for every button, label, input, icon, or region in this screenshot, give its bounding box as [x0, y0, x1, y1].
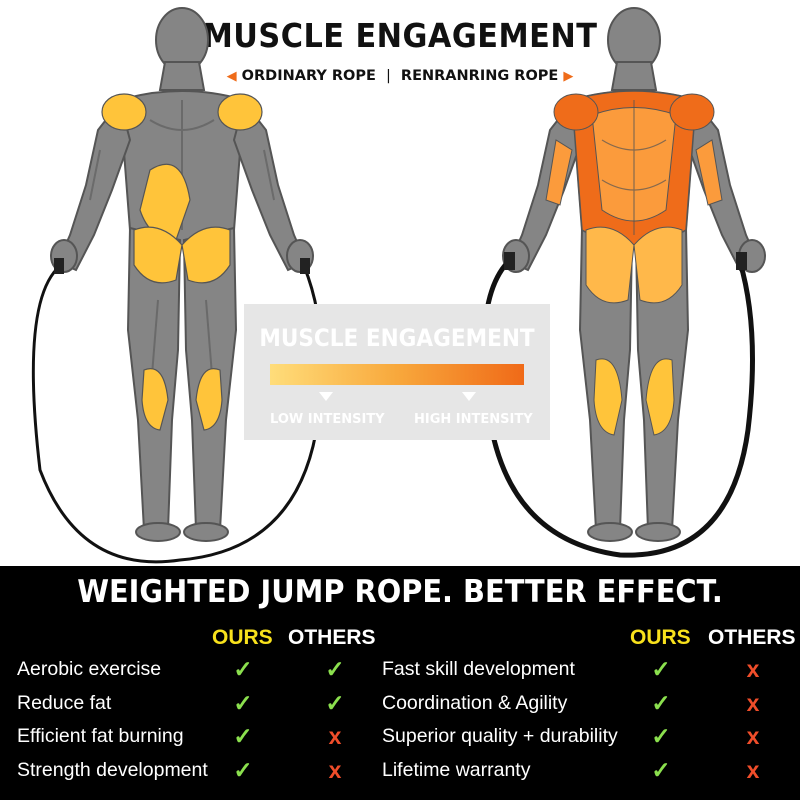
- left-calf-muscle: [141, 368, 169, 431]
- feature-label: Strength development: [17, 759, 208, 781]
- low-intensity-label: LOW INTENSITY: [270, 412, 385, 427]
- check-icon: ✓: [233, 757, 253, 783]
- check-icon: ✓: [325, 690, 345, 716]
- comparison-panel: WEIGHTED JUMP ROPE. BETTER EFFECT. OURS …: [0, 566, 800, 800]
- left-glute-muscle: [585, 226, 635, 304]
- cross-icon: x: [746, 757, 760, 783]
- right-shoulder-muscle: [669, 93, 715, 131]
- left-rope-handle: [504, 252, 515, 270]
- cross-icon: x: [746, 656, 760, 682]
- low-intensity-marker-icon: [319, 392, 333, 401]
- check-icon: ✓: [233, 690, 253, 716]
- others-column-header: OTHERS: [708, 626, 796, 649]
- page-title: MUSCLE ENGAGEMENT: [202, 16, 598, 55]
- feature-label: Fast skill development: [382, 658, 575, 680]
- feature-label: Reduce fat: [17, 692, 112, 714]
- right-shoulder-muscle: [217, 93, 263, 131]
- left-shoulder-muscle: [101, 93, 147, 131]
- check-icon: ✓: [651, 656, 671, 682]
- ordinary-rope-figure: [31, 7, 324, 564]
- intensity-gradient-bar: [270, 364, 524, 385]
- high-intensity-marker-icon: [462, 392, 476, 401]
- right-glute-muscle: [181, 226, 231, 284]
- left-glute-muscle: [133, 226, 183, 284]
- right-glute-muscle: [633, 226, 683, 304]
- left-calf-muscle: [593, 358, 623, 436]
- feature-label: Superior quality + durability: [382, 725, 618, 747]
- check-icon: ✓: [651, 757, 671, 783]
- others-column-header: OTHERS: [288, 626, 376, 649]
- back-muscle: [139, 163, 191, 241]
- body-silhouette: [50, 7, 314, 542]
- check-icon: ✓: [651, 723, 671, 749]
- ours-column-header: OURS: [212, 626, 273, 649]
- arrow-right-icon: ▶: [563, 69, 574, 84]
- right-rope-handle: [736, 252, 747, 270]
- ordinary-rope-label: ORDINARY ROPE: [241, 68, 376, 84]
- check-icon: ✓: [651, 690, 671, 716]
- subtitle-separator: |: [385, 68, 391, 84]
- right-arm-muscle: [695, 139, 723, 206]
- feature-label: Lifetime warranty: [382, 759, 531, 781]
- intensity-legend: MUSCLE ENGAGEMENT LOW INTENSITY HIGH INT…: [244, 304, 550, 440]
- check-icon: ✓: [233, 723, 253, 749]
- ours-column-header: OURS: [630, 626, 691, 649]
- cross-icon: x: [328, 757, 342, 783]
- left-rope-handle: [54, 258, 64, 274]
- check-icon: ✓: [233, 656, 253, 682]
- comparison-headline: WEIGHTED JUMP ROPE. BETTER EFFECT.: [77, 574, 723, 610]
- right-rope-handle: [300, 258, 310, 274]
- right-calf-muscle: [195, 368, 223, 431]
- rope-comparison-subtitle: ◀ ORDINARY ROPE | RENRANRING ROPE ▶: [0, 68, 800, 84]
- legend-title: MUSCLE ENGAGEMENT: [259, 324, 535, 352]
- feature-label: Aerobic exercise: [17, 658, 162, 680]
- muscle-engagement-panel: MUSCLE ENGAGEMENT ◀ ORDINARY ROPE | RENR…: [0, 7, 800, 564]
- right-calf-muscle: [645, 358, 675, 436]
- left-shoulder-muscle: [553, 93, 599, 131]
- renranring-rope-figure: [481, 7, 766, 558]
- engaged-muscles-low: [101, 93, 263, 431]
- feature-label: Efficient fat burning: [17, 725, 184, 747]
- feature-label: Coordination & Agility: [382, 692, 568, 714]
- renranring-rope-label: RENRANRING ROPE: [400, 68, 559, 84]
- cross-icon: x: [746, 723, 760, 749]
- body-silhouette: [502, 7, 766, 542]
- cross-icon: x: [328, 723, 342, 749]
- check-icon: ✓: [325, 656, 345, 682]
- engaged-muscles-high: [545, 90, 723, 436]
- left-arm-muscle: [545, 139, 573, 206]
- high-intensity-label: HIGH INTENSITY: [414, 412, 533, 427]
- cross-icon: x: [746, 690, 760, 716]
- arrow-left-icon: ◀: [226, 69, 237, 84]
